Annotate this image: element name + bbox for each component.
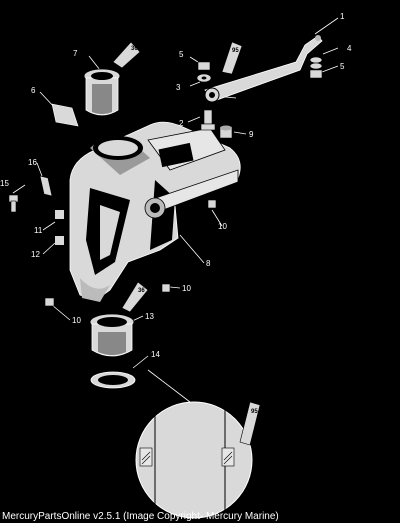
lube-label-95-top: 95 (232, 48, 239, 54)
callout-6: 6 (31, 86, 36, 95)
lube-tube-95-detail: 95 (239, 401, 261, 446)
callout-13: 13 (145, 312, 154, 321)
callout-15: 15 (0, 179, 9, 188)
lube-tube-95-top: 95 (221, 41, 243, 75)
callout-1: 1 (340, 12, 345, 21)
callout-9: 9 (249, 130, 254, 139)
seal-ring (90, 371, 136, 389)
callout-16: 16 (28, 158, 37, 167)
lube-label-36-top: 36 (131, 46, 138, 52)
callout-7: 7 (73, 49, 78, 58)
plate-6 (51, 103, 79, 127)
lower-bushing (89, 313, 135, 357)
callout-5-left: 5 (179, 50, 184, 59)
small-parts (8, 175, 217, 307)
callout-10-left: 10 (72, 316, 81, 325)
callout-2: 2 (179, 119, 184, 128)
copyright-footer: MercuryPartsOnline v2.5.1 (Image Copyrig… (2, 511, 279, 522)
callout-8: 8 (206, 259, 211, 268)
lube-tube-36-lower: 36 (121, 281, 149, 313)
steering-arm (204, 35, 323, 103)
lube-label-36-lower: 36 (138, 288, 145, 294)
callout-10-upper: 10 (218, 222, 227, 231)
callout-12: 12 (31, 250, 40, 259)
callouts: 1 2 3 4 5 5 6 7 8 9 10 10 10 11 12 13 14… (0, 12, 352, 359)
callout-10-mid: 10 (182, 284, 191, 293)
lube-tube-36-top: 36 (112, 41, 141, 69)
upper-bushing (83, 68, 121, 116)
callout-14: 14 (151, 350, 160, 359)
callout-5-right: 5 (340, 62, 345, 71)
callout-11: 11 (34, 226, 43, 235)
swivel-bracket (69, 121, 241, 302)
leader-lines (12, 17, 339, 369)
callout-4: 4 (347, 44, 352, 53)
callout-3: 3 (176, 83, 181, 92)
washers-3-4-5 (196, 56, 323, 83)
spacer-9 (219, 125, 233, 139)
lube-label-95-detail: 95 (251, 409, 258, 415)
detail-view (135, 369, 253, 519)
bolt-2 (200, 109, 216, 131)
